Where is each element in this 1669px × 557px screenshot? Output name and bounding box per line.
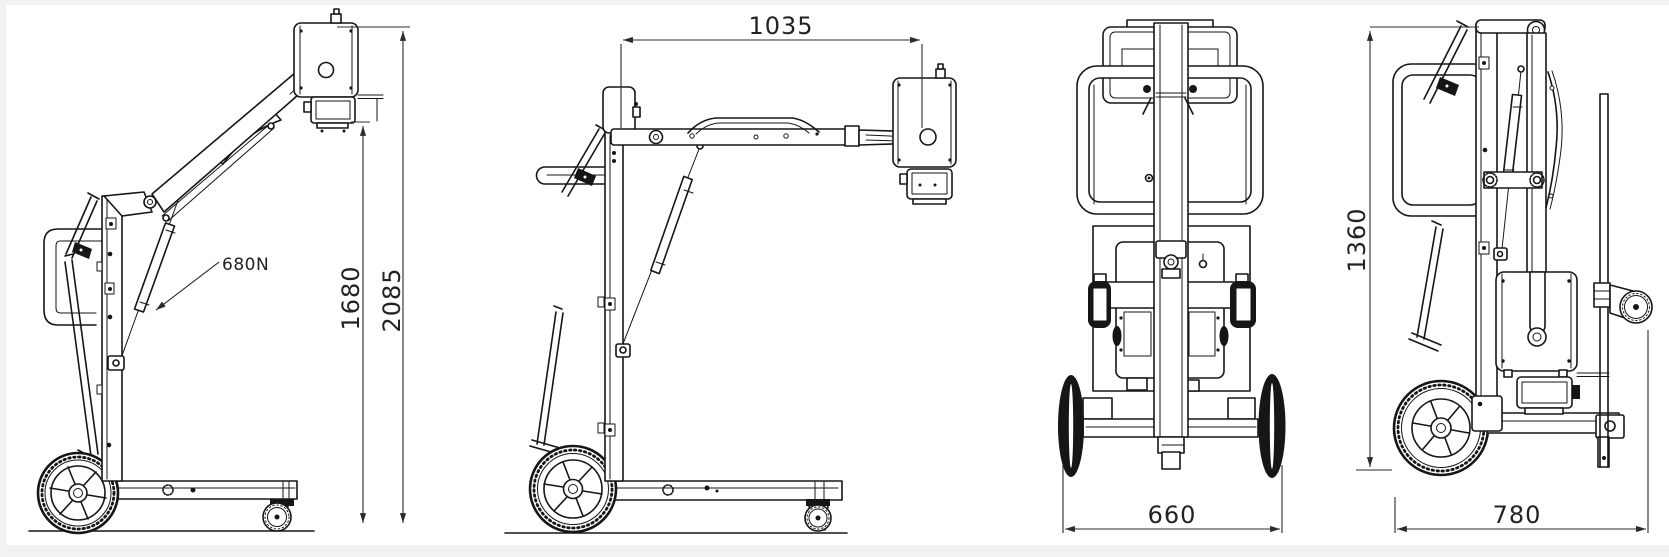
dimension-2085: 2085 <box>337 26 410 523</box>
clamp-knob-right <box>1189 85 1197 93</box>
dimension-1680: 1680 <box>337 121 370 523</box>
dimension-780: 780 <box>1394 330 1649 533</box>
rear-wheel <box>36 451 120 535</box>
rear-wheel <box>528 444 618 534</box>
tube-head <box>293 8 359 98</box>
storage-bin <box>529 124 608 455</box>
gas-spring-force-callout: 680N <box>155 255 269 311</box>
dimension-660: 660 <box>1062 465 1283 533</box>
dim-height-to-tube: 1680 <box>337 265 365 330</box>
view-side-arm-raised: 1680 2085 680N <box>28 8 410 535</box>
gas-spring-force-label: 680N <box>222 255 269 275</box>
dim-track-width: 660 <box>1148 501 1197 529</box>
collimator <box>1516 372 1610 415</box>
view-side-arm-extended: 1035 <box>504 12 957 534</box>
dim-horizontal-reach: 1035 <box>748 12 813 40</box>
collimator <box>303 94 384 133</box>
dim-base-length: 780 <box>1493 501 1542 529</box>
cassette-tray-line <box>1576 372 1610 377</box>
page-edge-top <box>0 0 1669 5</box>
clamp-knob-left <box>1143 85 1151 93</box>
tube-head <box>1495 271 1578 378</box>
cassette-tray-line <box>357 94 384 122</box>
detector-plate <box>1423 20 1469 104</box>
dimension-1035: 1035 <box>620 12 923 128</box>
column <box>1471 23 1503 432</box>
column <box>1142 22 1208 470</box>
storage-bin <box>1408 220 1444 352</box>
gas-spring <box>615 142 704 358</box>
gas-spring <box>1493 65 1525 261</box>
collimator <box>899 168 953 205</box>
side-knob-right <box>1219 326 1229 346</box>
column <box>96 195 123 482</box>
dimension-1360: 1360 <box>1343 26 1479 471</box>
handle-basket <box>1076 65 1264 215</box>
tube-head <box>892 63 957 168</box>
gas-spring <box>107 186 187 371</box>
base-frame <box>95 480 298 500</box>
base-frame <box>591 480 843 501</box>
dim-overall-height: 2085 <box>378 267 406 332</box>
dim-column-height: 1360 <box>1343 207 1371 272</box>
view-front: 660 <box>1058 19 1286 533</box>
column <box>597 86 641 482</box>
page-edge-bottom <box>0 545 1669 557</box>
caster-wheel <box>262 499 294 532</box>
side-knob-left <box>1112 326 1122 346</box>
page-edge-left <box>0 0 6 557</box>
arm-assembly <box>610 117 924 147</box>
caster-wheel <box>804 499 832 532</box>
view-side-transport: 1360 780 <box>1343 19 1653 533</box>
wheels-axle <box>1058 374 1286 478</box>
cross-link <box>1482 171 1545 189</box>
caster-post <box>1593 93 1653 468</box>
base-frame <box>1486 412 1625 468</box>
storage-bin <box>43 192 111 471</box>
